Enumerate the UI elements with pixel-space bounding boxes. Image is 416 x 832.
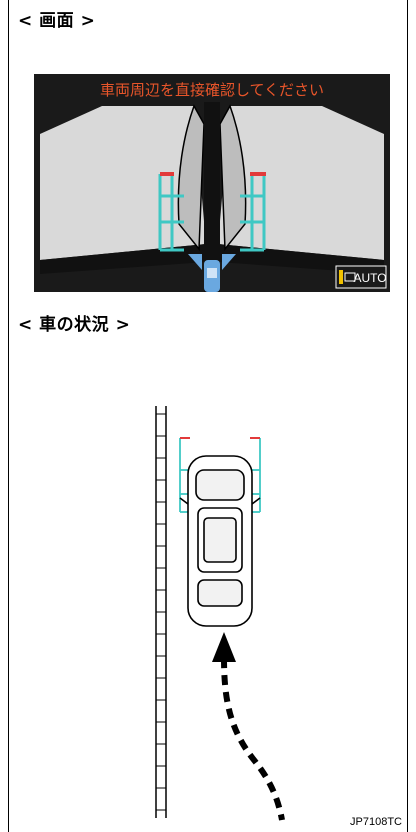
- screen-heading: < 画面 >: [18, 11, 96, 31]
- center-divider: [204, 102, 220, 292]
- screen-message: 車両周辺を直接確認してください: [100, 81, 324, 99]
- curb-ticks: [156, 413, 166, 811]
- page-frame: [8, 0, 408, 832]
- left-vehicle-body: [177, 104, 205, 252]
- right-blue-indicator: [222, 254, 236, 270]
- right-guide-lines: [240, 174, 266, 252]
- auto-mode-label: AUTO: [353, 271, 386, 285]
- vehicle-top-view: [179, 455, 261, 627]
- camera-screen: 車両周辺を直接確認してください: [34, 74, 390, 292]
- figure-code: JP7108TC: [350, 816, 402, 828]
- right-vehicle-body: [219, 104, 247, 252]
- left-guide-lines: [158, 174, 184, 252]
- camera-view-icon: [344, 272, 356, 282]
- auto-mode-button[interactable]: [335, 265, 387, 289]
- travel-arrowhead: [212, 632, 236, 662]
- situation-heading: < 車の状況 >: [18, 315, 131, 335]
- left-blue-indicator: [188, 254, 202, 270]
- situation-diagram: [130, 400, 330, 825]
- travel-path: [221, 657, 285, 821]
